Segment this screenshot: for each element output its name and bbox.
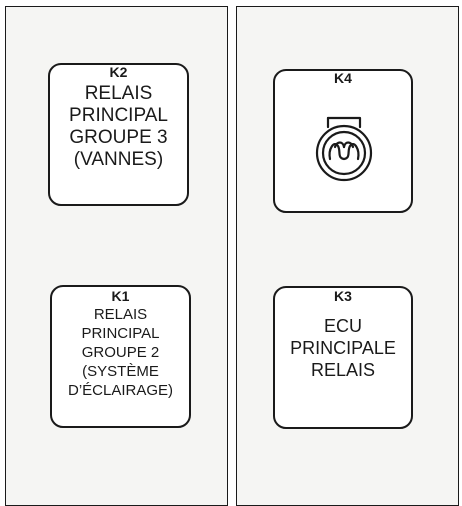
relay-k3: K3 ECU PRINCIPALE RELAIS: [273, 286, 413, 429]
relay-label-line: RELAIS: [84, 83, 153, 104]
relay-label-line: RELAIS: [93, 306, 148, 323]
relay-code: K1: [111, 288, 130, 304]
relay-code: K2: [109, 64, 128, 80]
relay-label: RELAIS PRINCIPAL GROUPE 2 (SYSTÈME D’ÉCL…: [52, 305, 189, 400]
relay-label-line: PRINCIPALE: [290, 338, 396, 358]
relay-label: RELAIS PRINCIPAL GROUPE 3 (VANNES): [50, 83, 187, 171]
relay-label-line: (SYSTÈME: [82, 363, 159, 380]
relay-k1: K1 RELAIS PRINCIPAL GROUPE 2 (SYSTÈME D’…: [50, 285, 191, 428]
relay-label-line: GROUPE 2: [81, 344, 160, 361]
relay-code: K4: [334, 70, 352, 86]
relay-label-line: GROUPE 3: [69, 127, 168, 148]
glow-plug-icon: [315, 116, 373, 182]
relay-code: K3: [334, 288, 352, 304]
relay-label-line: (VANNES): [73, 149, 164, 170]
relay-k4: K4: [273, 69, 413, 213]
relay-label-line: PRINCIPAL: [69, 105, 168, 126]
relay-k2: K2 RELAIS PRINCIPAL GROUPE 3 (VANNES): [48, 63, 189, 206]
relay-label: ECU PRINCIPALE RELAIS: [275, 315, 411, 381]
relay-label-line: RELAIS: [310, 360, 376, 380]
relay-label-line: ECU: [323, 316, 362, 336]
relay-label-line: PRINCIPAL: [81, 325, 160, 342]
relay-label-line: D’ÉCLAIRAGE): [67, 382, 174, 399]
